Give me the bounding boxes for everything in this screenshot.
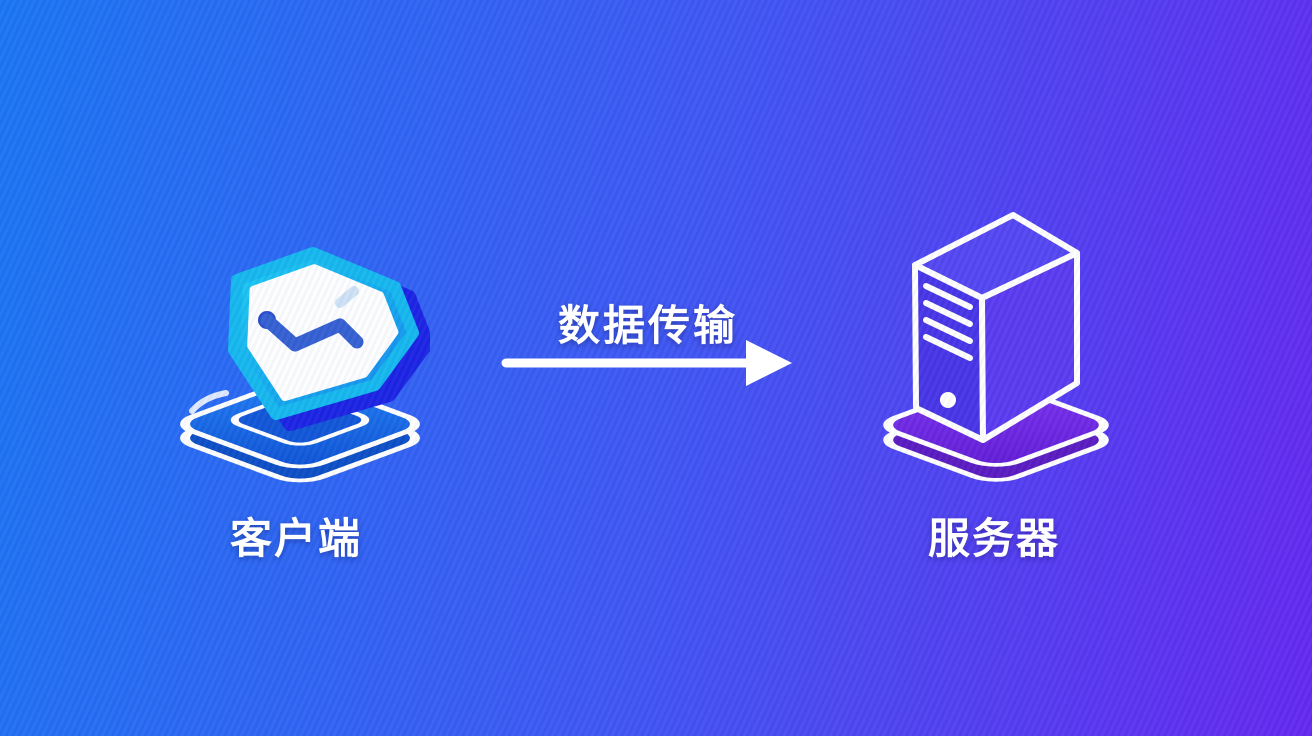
shield-icon	[228, 247, 430, 431]
server-tower-body	[912, 212, 1080, 443]
connection-label: 数据传输	[557, 302, 738, 349]
arrow-right-icon	[501, 340, 792, 386]
server-label: 服务器	[927, 515, 1060, 562]
client-label: 客户端	[229, 515, 362, 562]
server-vents-icon	[923, 283, 973, 361]
server-tower-icon	[883, 212, 1109, 482]
shield-pulse-mark	[258, 286, 364, 352]
server-power-dot	[940, 392, 956, 408]
platform-highlight	[189, 390, 229, 414]
client-shield-icon	[180, 247, 430, 483]
